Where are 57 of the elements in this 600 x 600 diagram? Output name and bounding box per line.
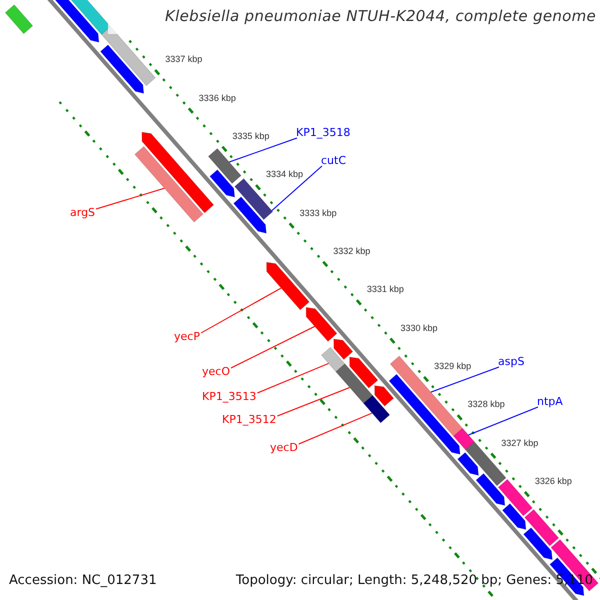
leader-line xyxy=(468,406,538,436)
gene-feature xyxy=(266,262,310,310)
gene-feature xyxy=(142,132,214,214)
position-label: 3332 kbp xyxy=(333,246,370,256)
gene-label: cutC xyxy=(321,154,346,167)
position-label: 3337 kbp xyxy=(165,54,202,64)
title: Klebsiella pneumoniae NTUH-K2044, complete genome xyxy=(165,7,596,25)
leader-line xyxy=(230,326,316,368)
gene-label: KP1_3512 xyxy=(222,413,276,426)
gene-feature xyxy=(100,44,144,94)
gene-feature xyxy=(457,452,479,476)
gene-block xyxy=(498,478,533,516)
genome-info-text: Topology: circular; Length: 5,248,520 bp; Genes: 5,110 xyxy=(236,573,593,588)
gene-feature xyxy=(523,527,553,560)
position-label: 3331 kbp xyxy=(366,284,404,294)
gene-block xyxy=(208,148,242,184)
position-label: 3329 kbp xyxy=(434,361,472,372)
leader-line xyxy=(228,138,298,163)
gene-block xyxy=(101,26,156,86)
gene-label: argS xyxy=(70,206,96,219)
gene-block xyxy=(550,539,599,592)
position-label: 3335 kbp xyxy=(232,130,270,141)
position-label: 3327 kbp xyxy=(501,438,538,448)
gene-block xyxy=(335,363,373,404)
leader-line xyxy=(271,166,322,212)
gene-block xyxy=(453,428,475,450)
gene-label: KP1_3513 xyxy=(202,390,256,403)
accession-text: Accession: NC_012731 xyxy=(9,573,157,588)
gene-block xyxy=(134,146,204,222)
position-label: 3328 kbp xyxy=(468,399,505,410)
gene-label: yecD xyxy=(270,441,298,454)
gene-label: KP1_3518 xyxy=(296,126,350,139)
gene-feature xyxy=(388,374,460,455)
leader-line xyxy=(256,362,330,394)
gene-label: yecP xyxy=(174,330,200,343)
leader-line xyxy=(298,412,373,444)
gene-block xyxy=(4,4,34,34)
gene-label: aspS xyxy=(498,355,524,368)
gene-block xyxy=(524,509,560,546)
position-label: 3326 kbp xyxy=(534,476,572,486)
gene-block xyxy=(234,178,274,220)
gene-feature xyxy=(209,169,236,198)
gene-feature xyxy=(502,503,526,530)
leader-line xyxy=(96,188,165,210)
position-label: 3330 kbp xyxy=(400,322,438,333)
gene-feature xyxy=(233,196,267,234)
leader-line xyxy=(200,288,282,334)
gene-feature xyxy=(476,473,506,506)
gene-label: yecO xyxy=(202,365,230,378)
position-label: 3334 kbp xyxy=(266,169,304,180)
gene-block xyxy=(320,346,346,372)
gene-feature xyxy=(349,356,378,388)
position-label: 3336 kbp xyxy=(198,92,236,103)
position-label: 3333 kbp xyxy=(300,208,337,218)
gene-label: ntpA xyxy=(537,395,563,408)
gene-feature xyxy=(333,338,354,360)
gene-feature xyxy=(306,307,338,342)
